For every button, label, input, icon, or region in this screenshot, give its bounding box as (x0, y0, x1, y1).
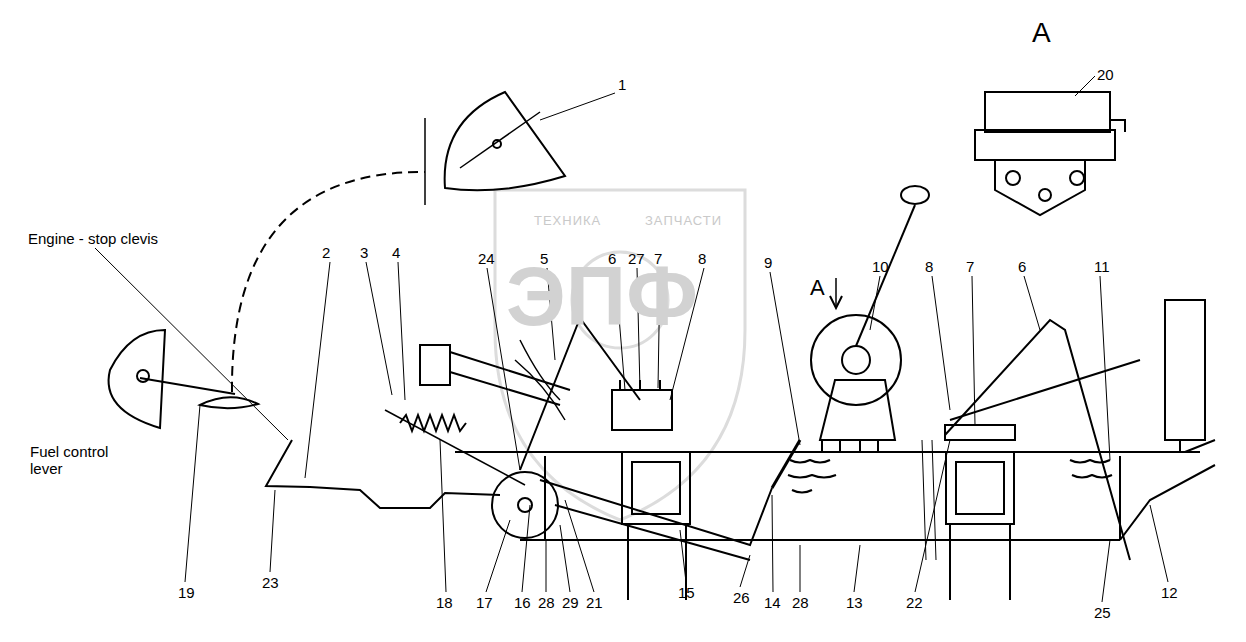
callout-number: 10 (872, 258, 889, 275)
callout-number: 21 (586, 594, 603, 611)
callout-number: 17 (476, 594, 493, 611)
callout-number: 29 (562, 594, 579, 611)
callout-number: 1 (618, 76, 626, 93)
callout-number: 28 (538, 594, 555, 611)
callout-number: 14 (764, 594, 781, 611)
callout-number: 2 (322, 244, 330, 261)
callout-number: 24 (478, 250, 495, 267)
callout-number: 7 (966, 258, 974, 275)
callout-number: A (1032, 18, 1051, 48)
callout-number: 9 (764, 254, 772, 271)
part-label: Engine - stop clevis (28, 230, 158, 247)
callout-number: 25 (1094, 604, 1111, 621)
callout-number: 23 (262, 574, 279, 591)
callout-number: 15 (678, 584, 695, 601)
watermark: ТЕХНИКА (534, 212, 601, 229)
watermark: ЗАПЧАСТИ (645, 212, 722, 229)
callout-number: A (810, 276, 825, 300)
callout-number: 8 (925, 258, 933, 275)
callout-number: 13 (846, 594, 863, 611)
callout-number: 12 (1161, 584, 1178, 601)
callout-number: 16 (514, 594, 531, 611)
callout-number: 22 (906, 594, 923, 611)
callout-number: 6 (1018, 258, 1026, 275)
callout-number: 4 (392, 244, 400, 261)
callout-number: 11 (1094, 258, 1110, 275)
callout-number: 28 (792, 594, 809, 611)
callout-number: 8 (698, 250, 706, 267)
part-label: Fuel control lever (30, 443, 125, 477)
callout-number: 26 (733, 589, 750, 606)
callout-number: 18 (436, 594, 453, 611)
callout-number: 19 (178, 584, 195, 601)
watermark: ЭПФ (506, 252, 698, 340)
callout-number: 20 (1097, 66, 1114, 83)
callout-number: 3 (360, 244, 368, 261)
